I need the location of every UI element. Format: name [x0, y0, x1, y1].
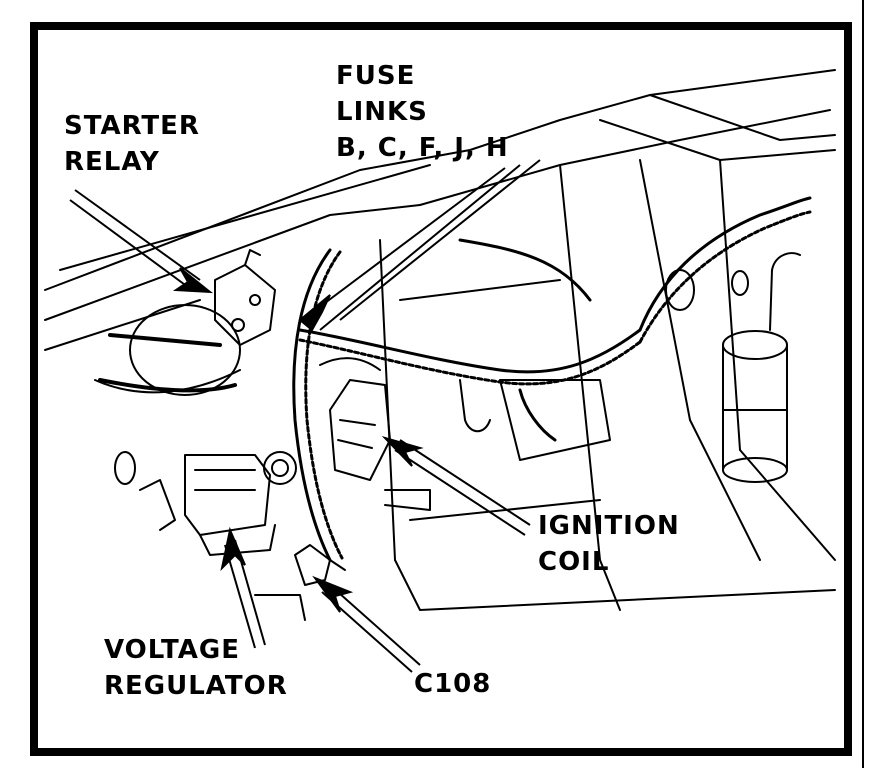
c108-label: C108: [414, 666, 491, 702]
c108-connector-part: [294, 544, 346, 586]
battery-cable: [98, 333, 237, 393]
arrow-starter-relay: [69, 189, 214, 294]
arrow-c108: [312, 575, 421, 673]
ignition-coil-label-line1: IGNITION: [538, 511, 680, 541]
arrow-voltage-regulator: [220, 526, 266, 649]
leader-arrows: [69, 159, 541, 673]
fuse-links-label-line1: FUSE: [336, 61, 416, 91]
fuse-links-label-line3: B, C, F, J, H: [336, 133, 509, 163]
starter-relay-part: [214, 249, 276, 346]
ignition-coil-label: IGNITION COIL: [538, 508, 680, 580]
starter-relay-label-line1: STARTER: [64, 111, 200, 141]
starter-relay-label: STARTER RELAY: [64, 108, 200, 180]
starter-relay-label-line2: RELAY: [64, 147, 160, 177]
wiring-harness: [292, 196, 812, 562]
voltage-regulator-label-line1: VOLTAGE: [104, 635, 240, 665]
voltage-regulator-label: VOLTAGE REGULATOR: [104, 632, 288, 704]
fuse-links-label: FUSE LINKS B, C, F, J, H: [336, 58, 509, 166]
fender-outline: [44, 69, 836, 611]
arrow-fuse-links-b: [339, 159, 541, 321]
voltage-regulator-part: [139, 451, 297, 556]
page-edge-strip: [862, 0, 872, 768]
bracket-part: [254, 379, 491, 621]
arrow-ignition-coil: [381, 436, 531, 536]
ignition-coil-label-line2: COIL: [538, 547, 610, 577]
ignition-coil-part: [319, 357, 431, 511]
voltage-regulator-label-line2: REGULATOR: [104, 671, 288, 701]
c108-label-text: C108: [414, 669, 492, 699]
canister-part: [665, 252, 801, 483]
fuse-links-label-line2: LINKS: [336, 97, 428, 127]
arrow-fuse-links-a: [298, 164, 521, 332]
strut-tower: [94, 304, 241, 485]
